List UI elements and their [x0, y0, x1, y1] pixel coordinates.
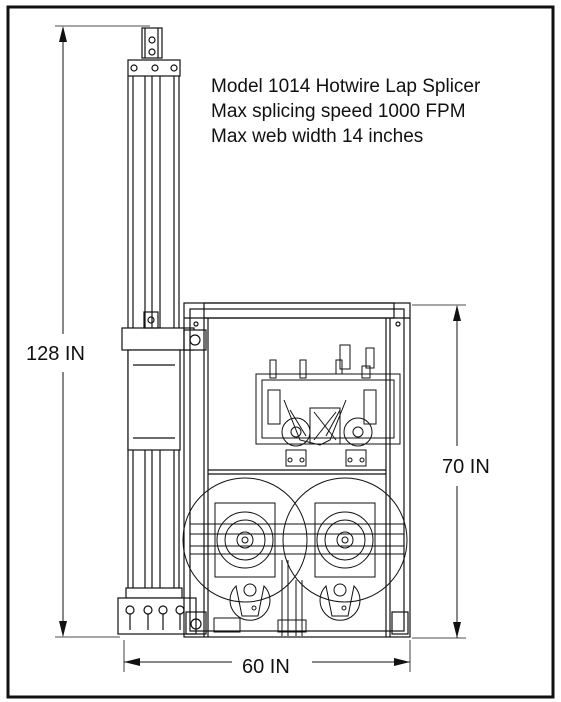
splicer-frame	[183, 302, 411, 638]
total-height-dimension	[55, 25, 150, 638]
splice-head	[255, 344, 401, 467]
total-height-label: 128 IN	[26, 343, 85, 365]
splicer-height-dimension	[412, 304, 466, 639]
title-line-model: Model 1014 Hotwire Lap Splicer	[211, 76, 481, 97]
title-block: Model 1014 Hotwire Lap Splicer Max splic…	[211, 74, 480, 149]
splicer-height-label: 70 IN	[442, 456, 490, 478]
width-label: 60 IN	[242, 656, 290, 678]
page-border	[6, 5, 555, 699]
width-dimension	[123, 640, 411, 672]
vertical-mast	[117, 27, 207, 635]
title-line-speed: Max splicing speed 1000 FPM	[211, 101, 466, 122]
title-line-width: Max web width 14 inches	[211, 126, 424, 147]
unwind-reels	[182, 477, 408, 636]
